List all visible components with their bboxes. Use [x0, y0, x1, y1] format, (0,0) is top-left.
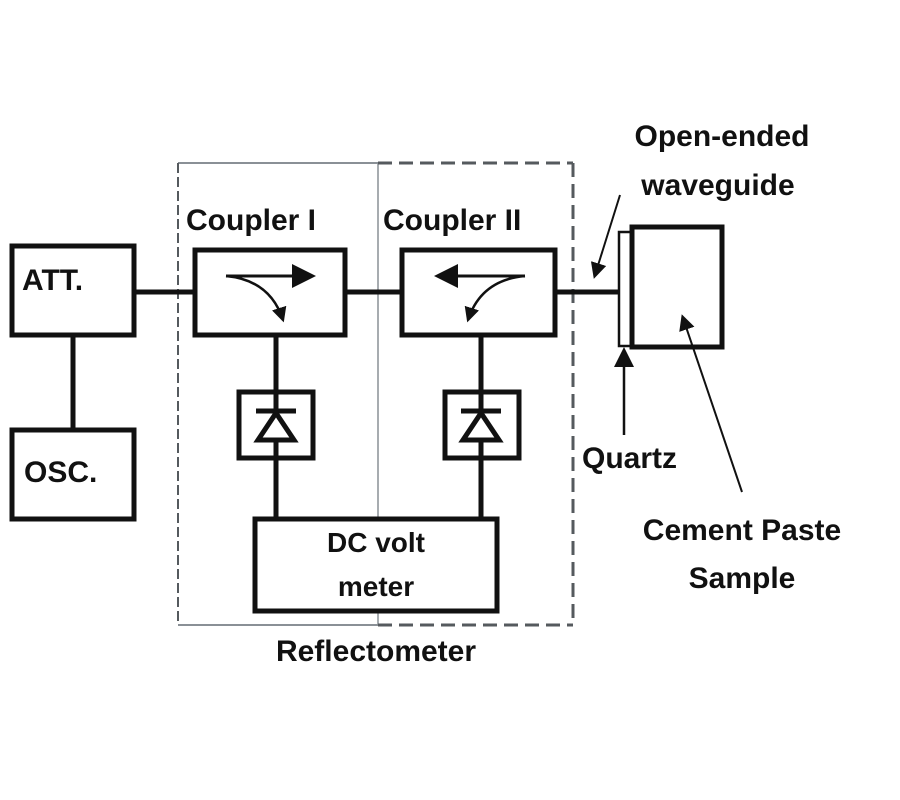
sample-label-line1: Cement Paste — [643, 514, 841, 547]
waveguide-label-line1: Open-ended — [634, 120, 809, 153]
coupler2-label: Coupler II — [383, 204, 521, 237]
sample-label-line2: Sample — [689, 562, 796, 595]
reflectometer-region — [177, 161, 575, 627]
directional-coupler-arrow-icon — [434, 264, 526, 323]
voltmeter-label-line2: meter — [338, 571, 414, 602]
sample-pointer-arrow — [679, 314, 743, 493]
oscillator-label: OSC. — [24, 456, 97, 489]
directional-coupler-arrow-icon — [225, 264, 316, 323]
cement-paste-sample-box — [629, 224, 725, 350]
diode-detector-icon — [442, 389, 522, 461]
attenuator-block: ATT. — [9, 243, 137, 338]
oscillator-block: OSC. — [9, 427, 137, 522]
attenuator-label: ATT. — [22, 264, 83, 297]
waveguide-pointer-arrow — [590, 194, 621, 279]
diode-detector-icon — [236, 389, 316, 461]
reflectometer-label: Reflectometer — [276, 635, 476, 668]
coupler2-block: Coupler II — [383, 204, 558, 338]
quartz-plate — [617, 230, 633, 348]
coupler1-label: Coupler I — [186, 204, 316, 237]
sample-assembly — [617, 224, 725, 350]
waveguide-label-line2: waveguide — [640, 169, 794, 202]
coupler1-block: Coupler I — [186, 204, 348, 338]
voltmeter-block: DC volt meter — [252, 516, 500, 614]
voltmeter-label-line1: DC volt — [327, 527, 425, 558]
quartz-label: Quartz — [582, 442, 677, 475]
